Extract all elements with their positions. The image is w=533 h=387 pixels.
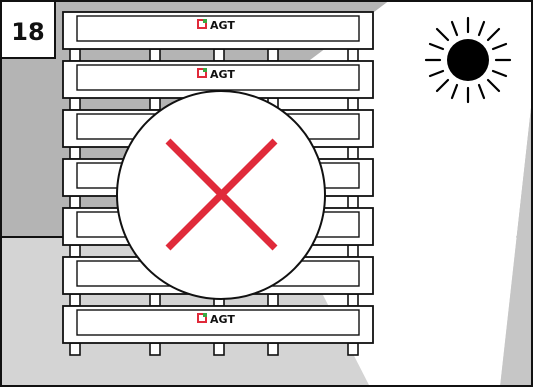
pallet-foot bbox=[347, 97, 359, 111]
pallet-foot bbox=[347, 195, 359, 209]
pallet: AGT bbox=[62, 305, 374, 356]
pallet-foot bbox=[347, 244, 359, 258]
sun-icon bbox=[424, 16, 512, 104]
pallet-foot bbox=[69, 244, 81, 258]
agt-logo-icon: AGT bbox=[197, 68, 235, 81]
pallet-foot bbox=[69, 195, 81, 209]
step-badge: 18 bbox=[0, 0, 56, 59]
pallet-foot bbox=[267, 342, 279, 356]
pallet-foot bbox=[149, 342, 161, 356]
pallet-foot bbox=[213, 342, 225, 356]
prohibited-cross-icon bbox=[116, 90, 326, 300]
pallet-rim bbox=[76, 64, 360, 91]
prohibition-stroke-b bbox=[165, 138, 278, 251]
pallet-foot bbox=[69, 146, 81, 160]
pallet-rim bbox=[76, 309, 360, 336]
brand-name: AGT bbox=[210, 19, 235, 32]
pallet-foot bbox=[347, 293, 359, 307]
pallet-foot bbox=[69, 48, 81, 62]
pallet-foot bbox=[69, 342, 81, 356]
agt-logo-icon: AGT bbox=[197, 313, 235, 326]
pallet-foot bbox=[267, 293, 279, 307]
pallet-foot bbox=[347, 48, 359, 62]
pallet-foot bbox=[149, 97, 161, 111]
pallet-foot bbox=[347, 146, 359, 160]
pallet-foot bbox=[149, 293, 161, 307]
pallet-foot bbox=[69, 97, 81, 111]
pallet-foot bbox=[149, 48, 161, 62]
step-number: 18 bbox=[11, 18, 44, 46]
sunlight-beam-edge bbox=[500, 90, 533, 387]
brand-name: AGT bbox=[210, 68, 235, 81]
pallet: AGT bbox=[62, 11, 374, 62]
pallet-foot bbox=[347, 342, 359, 356]
brand-name: AGT bbox=[210, 313, 235, 326]
pallet-rim bbox=[76, 15, 360, 42]
agt-logo-icon: AGT bbox=[197, 19, 235, 32]
pallet-foot bbox=[213, 48, 225, 62]
pallet-foot bbox=[267, 48, 279, 62]
pallet-foot bbox=[69, 293, 81, 307]
